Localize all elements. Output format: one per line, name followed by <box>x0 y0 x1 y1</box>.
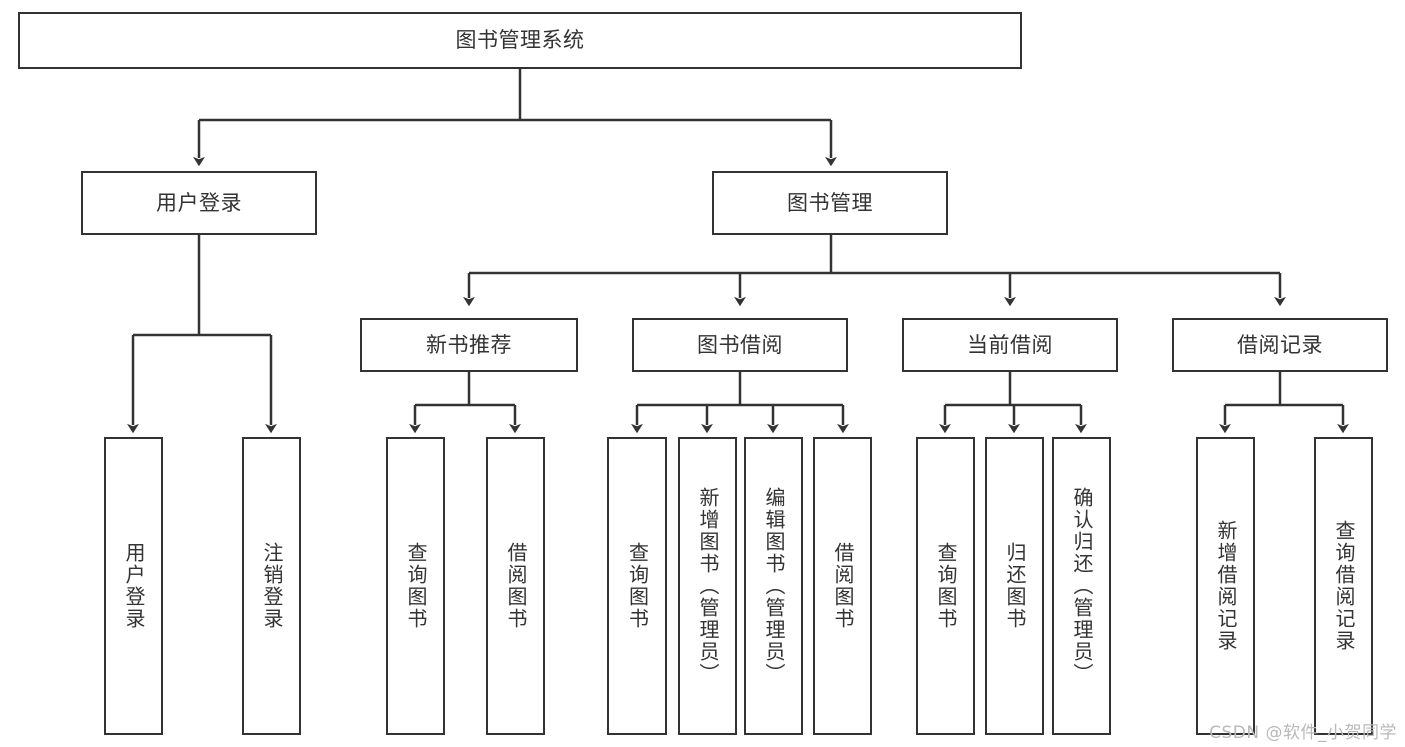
node-leaf-query-books-current[interactable]: 查询图书 <box>916 437 975 735</box>
node-label: 查询图书 <box>934 542 958 630</box>
node-current-borrowing[interactable]: 当前借阅 <box>902 318 1118 372</box>
node-label: 用户登录 <box>156 190 242 215</box>
node-label: 新增图书（管理员） <box>696 487 720 685</box>
node-leaf-return-books[interactable]: 归还图书 <box>985 437 1044 735</box>
watermark-text: CSDN @软件_小贺同学 <box>1209 723 1397 743</box>
node-label: 归还图书 <box>1003 542 1027 630</box>
node-leaf-query-books-borrow[interactable]: 查询图书 <box>607 437 667 735</box>
node-leaf-logout[interactable]: 注销登录 <box>242 437 301 735</box>
node-label: 用户登录 <box>122 542 146 630</box>
node-leaf-borrow-books[interactable]: 借阅图书 <box>813 437 872 735</box>
node-book-borrowing[interactable]: 图书借阅 <box>632 318 848 372</box>
node-label: 当前借阅 <box>967 332 1053 357</box>
node-root-book-management-system[interactable]: 图书管理系统 <box>18 12 1022 69</box>
node-user-login[interactable]: 用户登录 <box>81 171 317 235</box>
node-label: 借阅图书 <box>504 542 528 630</box>
node-label: 图书管理 <box>787 190 873 215</box>
node-label: 新书推荐 <box>426 332 512 357</box>
node-leaf-add-book-admin[interactable]: 新增图书（管理员） <box>678 437 737 735</box>
node-label: 图书借阅 <box>697 332 783 357</box>
node-leaf-confirm-return-admin[interactable]: 确认归还（管理员） <box>1052 437 1111 735</box>
node-label: 借阅记录 <box>1237 332 1323 357</box>
node-leaf-add-borrow-record[interactable]: 新增借阅记录 <box>1196 437 1255 735</box>
node-book-management[interactable]: 图书管理 <box>712 171 948 235</box>
node-leaf-borrow-books-recommend[interactable]: 借阅图书 <box>486 437 545 735</box>
node-leaf-query-borrow-record[interactable]: 查询借阅记录 <box>1314 437 1373 735</box>
node-leaf-user-login[interactable]: 用户登录 <box>104 437 163 735</box>
node-label: 查询图书 <box>404 542 428 630</box>
node-label: 编辑图书（管理员） <box>762 487 786 685</box>
node-label: 注销登录 <box>260 542 284 630</box>
node-leaf-edit-book-admin[interactable]: 编辑图书（管理员） <box>744 437 803 735</box>
node-leaf-query-books-recommend[interactable]: 查询图书 <box>386 437 445 735</box>
node-label: 确认归还（管理员） <box>1070 487 1094 685</box>
node-label: 新增借阅记录 <box>1214 520 1238 652</box>
node-label: 图书管理系统 <box>455 28 585 53</box>
node-borrow-records[interactable]: 借阅记录 <box>1172 318 1388 372</box>
node-label: 查询借阅记录 <box>1332 520 1356 652</box>
node-label: 借阅图书 <box>831 542 855 630</box>
node-new-book-recommendation[interactable]: 新书推荐 <box>360 318 578 372</box>
node-label: 查询图书 <box>625 542 650 630</box>
